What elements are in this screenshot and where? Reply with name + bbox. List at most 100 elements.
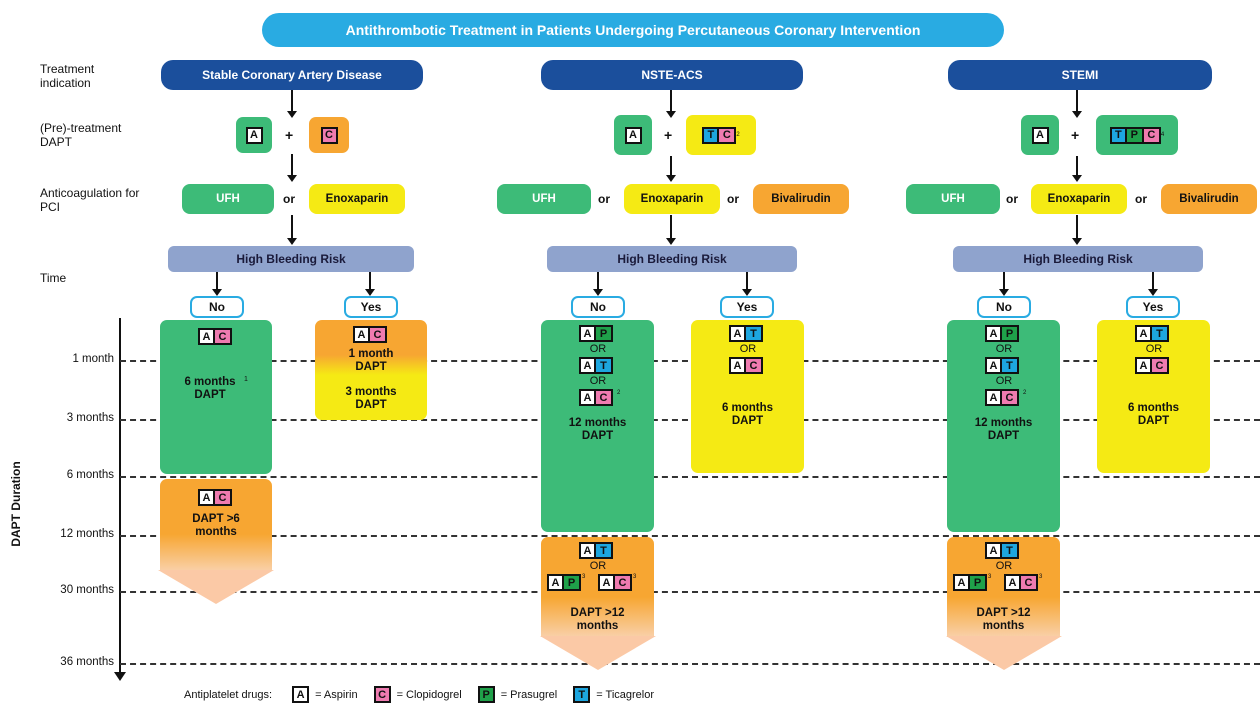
arrow-icon bbox=[212, 272, 222, 296]
aspirin-icon: A bbox=[198, 489, 215, 506]
clopidogrel-icon: C bbox=[719, 126, 737, 144]
yes-option: Yes bbox=[720, 296, 774, 318]
clopidogrel-icon: C bbox=[215, 489, 232, 506]
aspirin-icon: A bbox=[198, 328, 215, 345]
aspirin-icon: A bbox=[579, 357, 596, 374]
aspirin-icon: A bbox=[292, 686, 310, 703]
ticagrelor-icon: T bbox=[1109, 126, 1127, 144]
ticagrelor-icon: T bbox=[573, 686, 591, 703]
drug-pair-at: A T bbox=[985, 542, 1019, 559]
anticoag-enoxaparin: Enoxaparin bbox=[1031, 184, 1127, 214]
ticagrelor-icon: T bbox=[1002, 357, 1019, 374]
clopidogrel-icon: C bbox=[615, 574, 632, 591]
dapt-duration-text: 6 months DAPT bbox=[184, 376, 236, 401]
clopidogrel-icon: C bbox=[746, 357, 763, 374]
prasugrel-icon: P bbox=[970, 574, 987, 591]
dapt-duration-text: DAPT >12 months bbox=[976, 607, 1031, 632]
footnote-marker: 3 bbox=[1039, 574, 1043, 580]
drug-pair-ac: A C bbox=[198, 489, 232, 506]
aspirin-icon: A bbox=[579, 542, 596, 559]
footnote-marker: 3 bbox=[633, 574, 637, 580]
legend-label: Antiplatelet drugs: bbox=[184, 688, 273, 701]
gridline-12-months bbox=[120, 535, 1260, 537]
tick-label: 12 months bbox=[60, 528, 114, 540]
pretreatment-clopidogrel-box: C bbox=[309, 117, 349, 153]
arrow-icon bbox=[365, 272, 375, 296]
drug-pair-tc: T C bbox=[702, 126, 737, 144]
arrow-icon bbox=[1072, 90, 1082, 118]
arrow-icon bbox=[287, 90, 297, 118]
drug-pair-ac: A C bbox=[1135, 357, 1169, 374]
aspirin-icon: A bbox=[985, 542, 1002, 559]
legend-item-clopidogrel: = Clopidogrel bbox=[396, 688, 462, 701]
aspirin-icon: A bbox=[1135, 357, 1152, 374]
aspirin-icon: A bbox=[729, 357, 746, 374]
drug-pair-at: A T bbox=[1135, 325, 1169, 342]
ticagrelor-icon: T bbox=[596, 357, 613, 374]
or-text: OR bbox=[589, 375, 607, 387]
continuation-arrow-icon bbox=[946, 636, 1062, 670]
arrow-icon bbox=[1148, 272, 1158, 296]
continuation-arrow-icon bbox=[540, 636, 656, 670]
anticoag-bivalirudin: Bivalirudin bbox=[1161, 184, 1257, 214]
or-text: or bbox=[1006, 192, 1018, 206]
or-text: or bbox=[283, 192, 295, 206]
clopidogrel-icon: C bbox=[215, 328, 232, 345]
prasugrel-icon: P bbox=[1126, 126, 1144, 144]
prasugrel-icon: P bbox=[1002, 325, 1019, 342]
aspirin-icon: A bbox=[953, 574, 970, 591]
arrow-icon bbox=[287, 154, 297, 182]
or-text: OR bbox=[995, 343, 1013, 355]
row-label-anticoagulation: Anticoagulation for PCI bbox=[40, 186, 140, 214]
footnote-marker: 3 bbox=[582, 574, 586, 580]
diagram-title: Antithrombotic Treatment in Patients Und… bbox=[262, 13, 1004, 47]
aspirin-icon: A bbox=[985, 389, 1002, 406]
arrow-icon bbox=[1072, 156, 1082, 182]
no-option: No bbox=[571, 296, 625, 318]
drug-pair-ac: A C bbox=[579, 389, 613, 406]
drug-triple-tpc: T P C bbox=[1109, 126, 1161, 144]
dapt-duration-text: DAPT >12 months bbox=[570, 607, 625, 632]
aspirin-icon: A bbox=[729, 325, 746, 342]
no-option: No bbox=[977, 296, 1031, 318]
gridline-3-months bbox=[120, 419, 1260, 421]
gridline-1-month bbox=[120, 360, 1260, 362]
gridline-30-months bbox=[120, 591, 1260, 593]
nste-extended-dapt-box: A T OR A P 3 A C 3 DAPT >12 months bbox=[541, 537, 654, 637]
header-nste-acs: NSTE-ACS bbox=[541, 60, 803, 90]
prasugrel-icon: P bbox=[477, 686, 495, 703]
tick-label: 36 months bbox=[60, 656, 114, 668]
drug-pair-ac: A C bbox=[598, 574, 632, 591]
ticagrelor-icon: T bbox=[746, 325, 763, 342]
aspirin-icon: A bbox=[985, 325, 1002, 342]
yes-option: Yes bbox=[1126, 296, 1180, 318]
dapt-duration-text: 12 months DAPT bbox=[568, 417, 627, 442]
footnote-marker: 1 bbox=[244, 376, 248, 383]
anticoag-enoxaparin: Enoxaparin bbox=[624, 184, 720, 214]
pretreatment-aspirin-box: A bbox=[236, 117, 272, 153]
stemi-no-dapt-box: A P OR A T OR A C 2 12 months DAPT bbox=[947, 320, 1060, 532]
header-stemi: STEMI bbox=[948, 60, 1212, 90]
dapt-duration-text: 6 months DAPT bbox=[1127, 402, 1180, 427]
aspirin-icon: A bbox=[985, 357, 1002, 374]
high-bleeding-risk: High Bleeding Risk bbox=[547, 246, 797, 272]
clopidogrel-icon: C bbox=[1152, 357, 1169, 374]
anticoag-ufh: UFH bbox=[497, 184, 591, 214]
header-stable-cad: Stable Coronary Artery Disease bbox=[161, 60, 423, 90]
row-label-pretreatment: (Pre)-treatment DAPT bbox=[40, 121, 122, 149]
pretreatment-p2y12-box: T P C 4 bbox=[1096, 115, 1178, 155]
aspirin-icon: A bbox=[353, 326, 370, 343]
pretreatment-p2y12-box: T C 2 bbox=[686, 115, 756, 155]
anticoag-ufh: UFH bbox=[906, 184, 1000, 214]
footnote-marker: 3 bbox=[988, 574, 992, 580]
or-text: OR bbox=[589, 560, 607, 572]
axis-arrow-icon bbox=[114, 672, 126, 681]
arrow-icon bbox=[593, 272, 603, 296]
scad-extended-dapt-box: A C DAPT >6 months bbox=[160, 479, 272, 571]
scad-yes-dapt-box: A C 1 month DAPT 3 months DAPT bbox=[315, 320, 427, 420]
ticagrelor-icon: T bbox=[1002, 542, 1019, 559]
tick-label: 6 months bbox=[66, 469, 114, 481]
or-text: or bbox=[598, 192, 610, 206]
high-bleeding-risk: High Bleeding Risk bbox=[953, 246, 1203, 272]
drug-pair-ac: A C bbox=[1004, 574, 1038, 591]
